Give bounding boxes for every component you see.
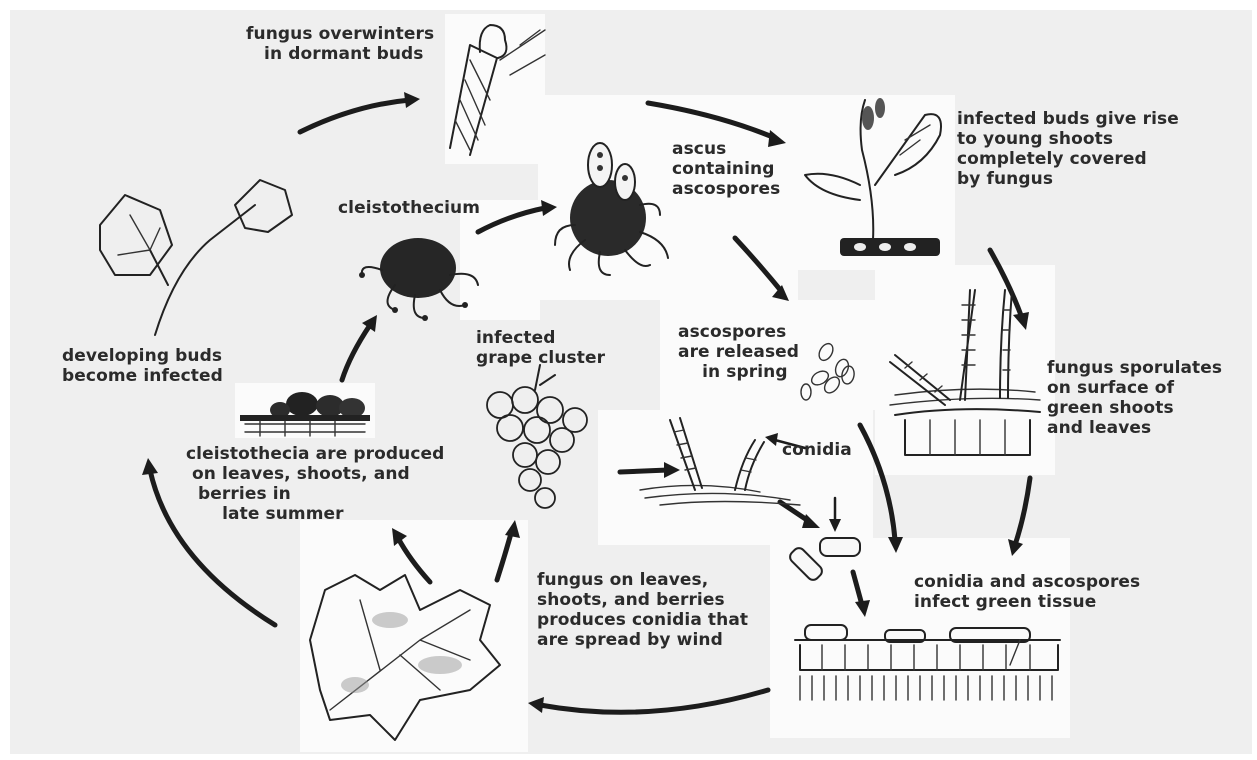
arrow-ascospores-to-green: [860, 425, 895, 540]
label-infect-green: conidia and ascospores infect green tiss…: [914, 572, 1140, 612]
infected-shoot-icon: [805, 98, 941, 256]
label-infected-buds: infected buds give rise to young shoots …: [957, 109, 1179, 189]
arrow-to-cleistothecium: [342, 325, 370, 380]
label-developing-buds: developing buds become infected: [62, 346, 223, 386]
dormant-bud-icon: [450, 25, 545, 155]
arrow-to-infect-green: [1015, 478, 1030, 545]
label-ascus: ascus containing ascospores: [672, 139, 780, 199]
arrow-to-sporulates: [990, 250, 1022, 318]
arrow-to-overwinter: [300, 100, 410, 132]
arrowhead: [888, 537, 903, 553]
arrow-to-ascus: [478, 208, 545, 232]
arrowhead: [855, 600, 870, 617]
grape-cluster-icon: [487, 365, 587, 508]
cleistothecia-on-leaf-icon: [240, 392, 370, 436]
cleistothecium-icon: [359, 238, 478, 321]
label-overwinter: fungus overwinters in dormant buds: [246, 24, 434, 64]
arrowhead: [765, 433, 778, 446]
arrow-to-ascospores: [735, 238, 782, 292]
ascospores-icon: [801, 341, 855, 400]
arrowhead: [142, 458, 158, 475]
infected-leaf-icon: [310, 575, 500, 740]
label-cleistothecium: cleistothecium: [338, 198, 480, 218]
arrowhead: [829, 519, 841, 532]
arrow-leaf-to-cluster: [497, 530, 512, 580]
arrowhead: [528, 697, 544, 713]
arrowhead: [772, 285, 789, 301]
arrowhead: [664, 462, 680, 478]
arrow-to-infected-buds: [648, 103, 775, 138]
grape-leaf-shoot-icon: [100, 180, 292, 335]
label-conidia: conidia: [782, 440, 852, 460]
arrow-cluster-to-conidia: [620, 470, 668, 472]
label-sporulates: fungus sporulates on surface of green sh…: [1047, 358, 1222, 438]
arrowhead: [541, 200, 557, 216]
ascus-icon: [555, 143, 668, 275]
green-tissue-cells-icon: [795, 625, 1060, 700]
arrow-conidia-to-tissue: [853, 572, 862, 605]
label-ascospores-released: ascospores are released in spring: [678, 322, 799, 382]
label-conidia-spread: fungus on leaves, shoots, and berries pr…: [537, 570, 748, 650]
arrow-to-leaf: [540, 690, 768, 712]
label-infected-cluster: infected grape cluster: [476, 328, 605, 368]
arrowhead: [1008, 539, 1023, 556]
arrowhead: [505, 520, 520, 538]
label-cleistothecia-produced: cleistothecia are produced on leaves, sh…: [186, 444, 444, 524]
arrowhead: [404, 92, 420, 108]
arrowhead: [1013, 312, 1029, 330]
